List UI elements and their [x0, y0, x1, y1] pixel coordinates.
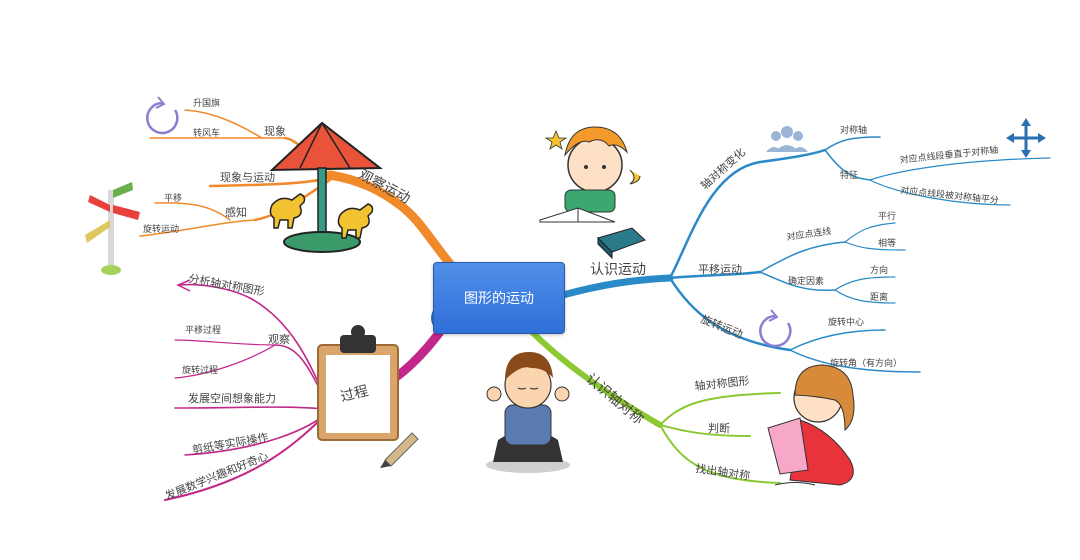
rotate-icon-2: [759, 309, 792, 348]
thinking-boy-icon: [486, 352, 570, 473]
node-phenomenon: 现象: [264, 125, 286, 138]
node-process: 过程: [339, 383, 370, 405]
leaf-flag-raising: 升国旗: [193, 97, 220, 109]
leaf-find-axis: 找出轴对称: [695, 461, 751, 483]
leaf-axis-of-symmetry: 对称轴: [840, 124, 867, 136]
leaf-axis-figure: 轴对称图形: [694, 373, 750, 393]
leaf-rotation-process: 旋转过程: [182, 364, 218, 376]
leaf-distance: 距离: [870, 291, 888, 303]
leaf-translation-process: 平移过程: [185, 324, 221, 336]
leaf-translation: 平移: [164, 192, 182, 204]
node-rotation-motion: 旋转运动: [699, 312, 745, 341]
branch-recognize-axis: [527, 327, 781, 484]
leaf-judge: 判断: [708, 421, 730, 435]
node-recognize-axis: 认识轴对称: [582, 371, 646, 428]
leaf-direction: 方向: [870, 264, 888, 276]
carousel-icon: [269, 121, 383, 253]
node-translation-motion: 平移运动: [698, 263, 742, 276]
leaf-bisected: 对应点线段被对称轴平分: [900, 184, 1000, 206]
node-feature: 特征: [840, 169, 858, 181]
node-phenomenon-motion: 现象与运动: [220, 171, 275, 184]
leaf-rotation-motion: 旋转运动: [143, 223, 179, 235]
leaf-equal: 相等: [878, 237, 896, 249]
boy-reading-icon: [539, 126, 641, 223]
leaf-math-interest: 发展数学兴趣和好奇心: [163, 449, 270, 503]
node-corresponding-lines: 对应点连线: [786, 225, 832, 243]
branch-recognize-motion: [559, 136, 1051, 373]
leaf-windmill: 转风车: [193, 127, 220, 139]
arrow-head: [176, 279, 191, 292]
leaf-rotation-center: 旋转中心: [828, 316, 864, 328]
pencil-icon: [380, 432, 419, 468]
move-arrows-icon: [1006, 118, 1046, 158]
leaf-rotation-angle: 旋转角（有方向）: [830, 357, 902, 369]
node-perception: 感知: [225, 205, 247, 219]
leaf-perpendicular: 对应点线段垂直于对称轴: [899, 144, 999, 166]
girl-reading-icon: [767, 364, 855, 486]
rotate-icon: [146, 96, 179, 135]
node-observe: 观察: [268, 332, 290, 346]
node-recognize-motion: 认识运动: [590, 262, 646, 278]
books-icon: [597, 227, 646, 260]
signpost-icon: [85, 182, 140, 275]
center-node[interactable]: 图形的运动: [433, 262, 565, 334]
clipboard-icon: [317, 325, 399, 441]
leaf-parallel: 平行: [878, 210, 896, 222]
leaf-spatial-imagination: 发展空间想象能力: [188, 391, 276, 405]
leaf-analyze-axis-figure: 分析轴对称图形: [187, 271, 265, 298]
node-determining-factors: 确定因素: [788, 275, 824, 287]
center-node-label: 图形的运动: [464, 291, 534, 307]
users-icon: [766, 126, 808, 152]
